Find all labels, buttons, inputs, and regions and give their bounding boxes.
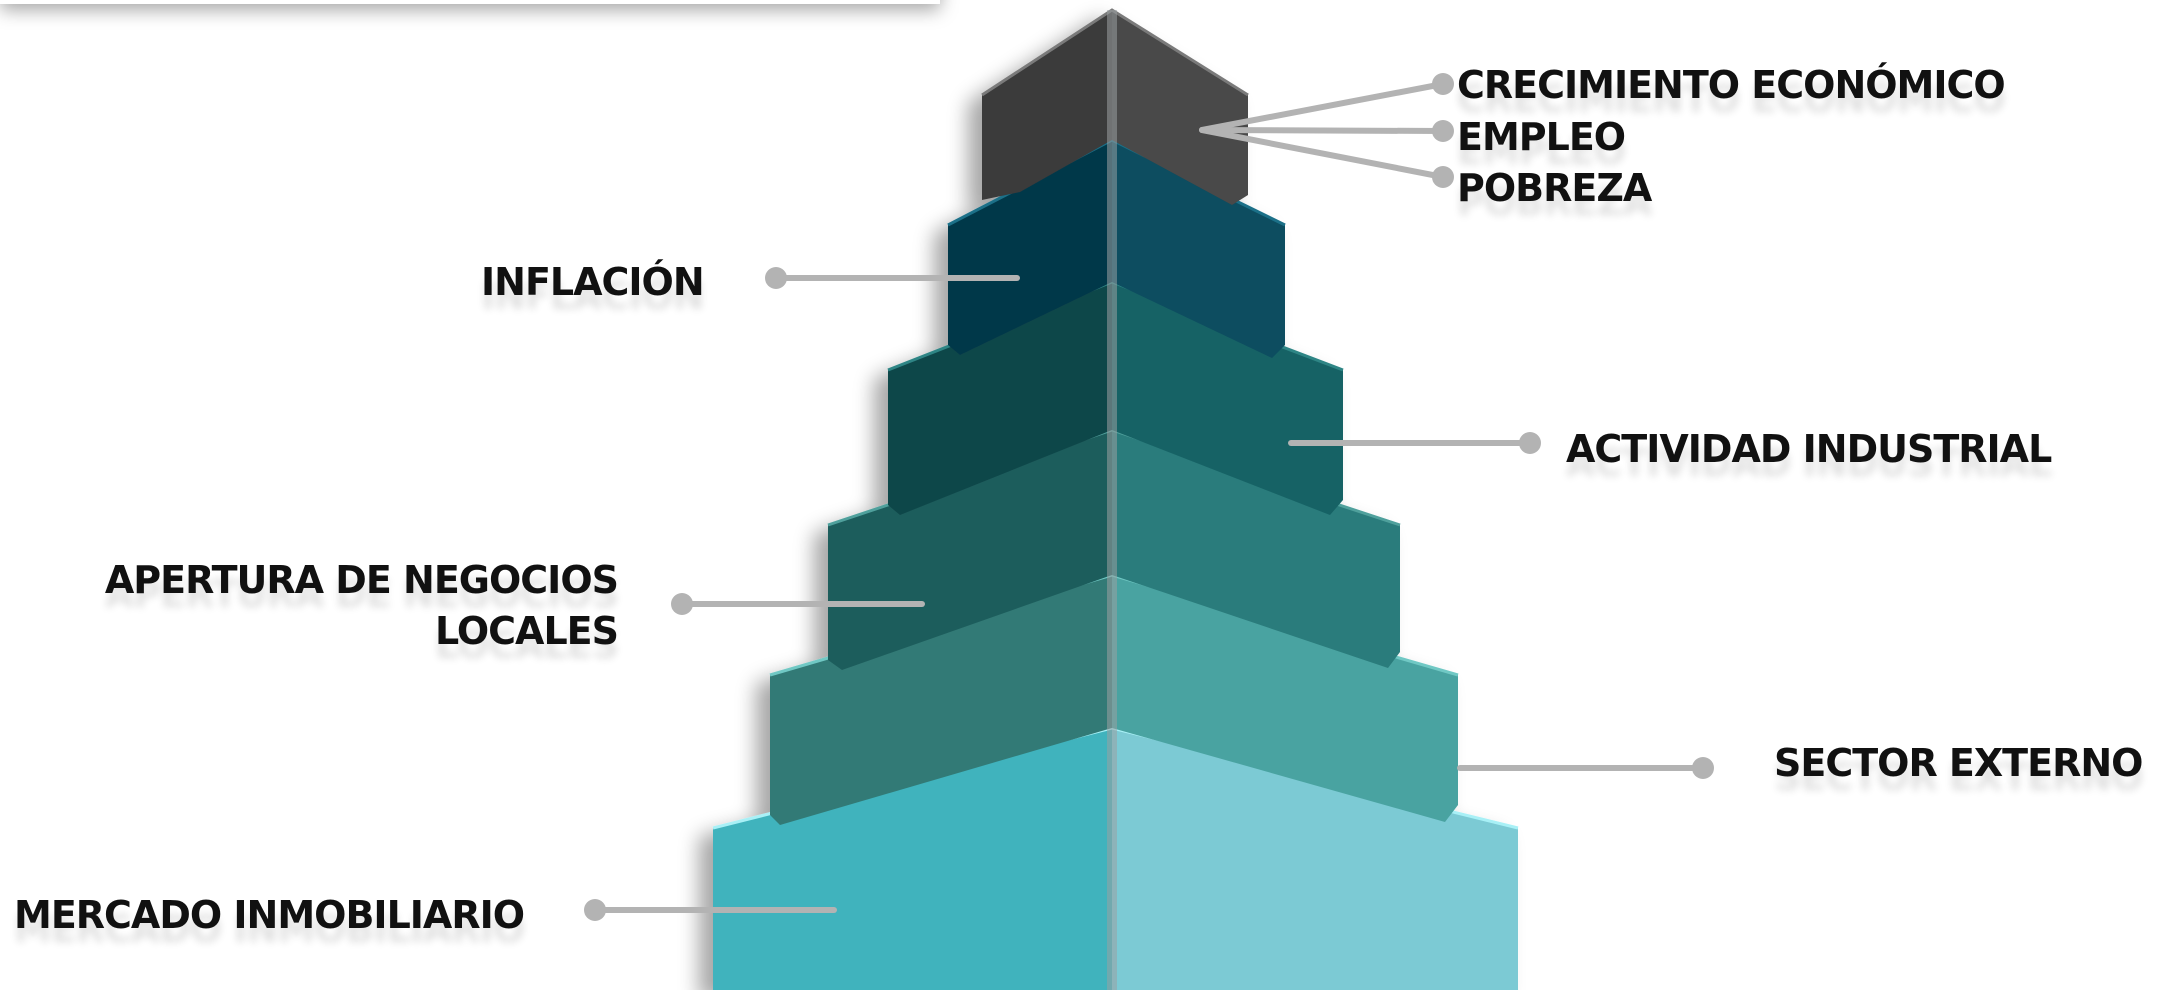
connector-empleo [1199,120,1454,142]
label-sector-externo: SECTOR EXTERNO [1774,741,2143,785]
connector-dot [1432,120,1454,142]
connector-crecimiento [1199,73,1454,133]
tier-4-right-face [1112,430,1400,668]
connector-sector [1457,757,1714,779]
pyramid [712,8,1519,990]
connector-dot [1432,166,1454,188]
label-mercado-inmobiliario: MERCADO INMOBILIARIO [14,893,525,937]
label-apertura-line-2: LOCALES [435,609,619,653]
label-pobreza: POBREZA [1457,166,1652,210]
label-actividad-industrial: ACTIVIDAD INDUSTRIAL [1566,427,2052,471]
connectors [584,73,1714,921]
connector-dot [584,899,606,921]
connector-dot [765,267,787,289]
tier-5-left-face [770,575,1112,825]
tier-3-right-face [1112,282,1343,515]
label-empleo: EMPLEO [1457,115,1626,159]
tier-6-left-face [713,728,1112,990]
connector-mercado [584,899,837,921]
tier-6-right-face [1112,728,1518,990]
connector-inflacion [765,267,1020,289]
label-crecimiento-economico: CRECIMIENTO ECONÓMICO [1457,63,2006,107]
connector-dot [1432,73,1454,95]
tier-1-left-face [982,10,1112,200]
pyramid-spine [1107,10,1117,990]
label-apertura-negocios-locales: APERTURA DE NEGOCIOS LOCALES [104,555,619,657]
top-shadow-bar [0,0,940,4]
connector-actividad [1288,432,1541,454]
tier-2-left-face [948,140,1112,355]
label-inflacion: INFLACIÓN [481,260,705,304]
connector-dot [671,593,693,615]
tier-2-right-face [1112,140,1285,358]
connector-dot [1519,432,1541,454]
label-apertura-line-1: APERTURA DE NEGOCIOS [104,558,619,602]
connector-pobreza [1199,127,1454,188]
connector-apertura [671,593,925,615]
tier-1-right-face [1112,10,1248,205]
tier-3-left-face [888,282,1112,515]
tier-5-right-face [1112,575,1458,822]
connector-dot [1692,757,1714,779]
tier-4-left-face [828,430,1112,670]
